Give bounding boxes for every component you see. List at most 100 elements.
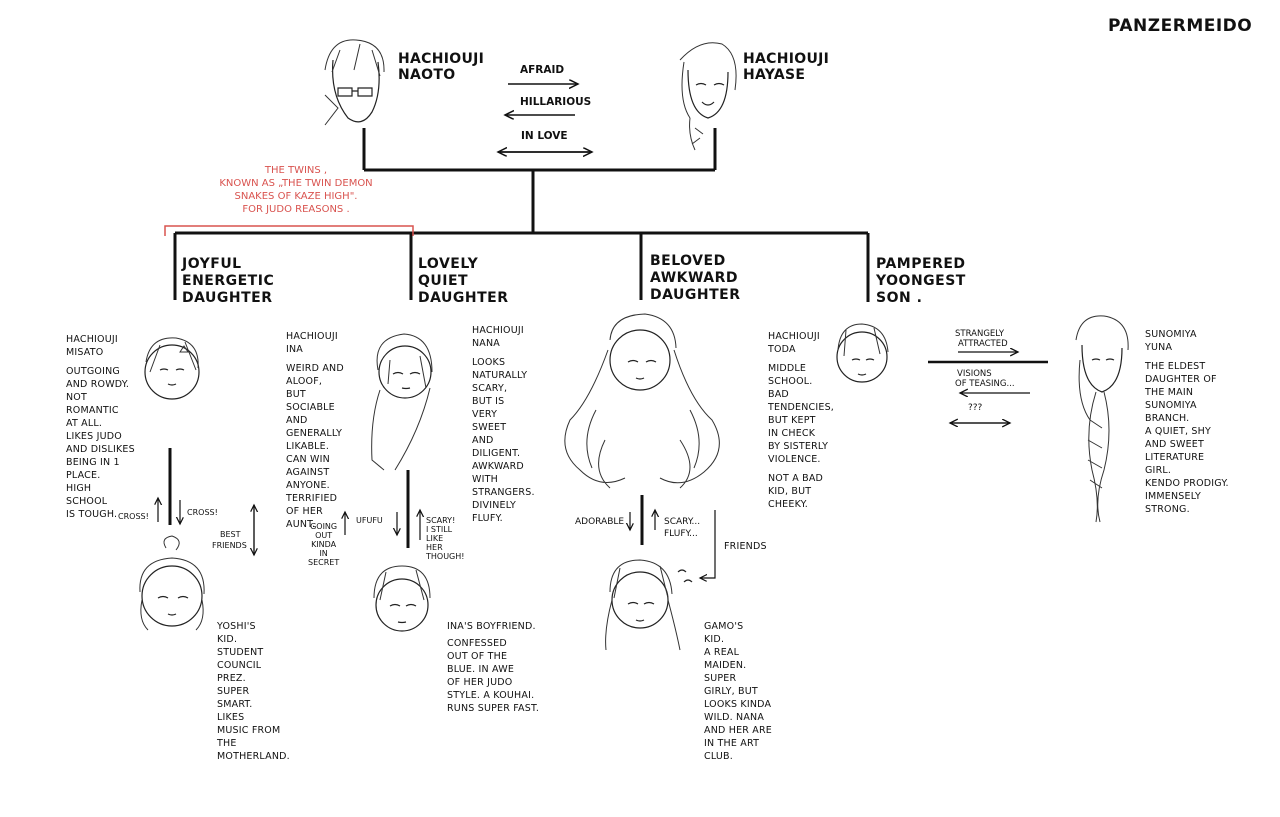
ina-desc: AGAINST [286, 467, 330, 478]
scary-fluffy-label: FLUFY... [664, 529, 698, 539]
toda-text: HACHIOUJI TODA MIDDLE SCHOOL. BAD TENDEN… [768, 330, 834, 511]
yuna-portrait [1075, 315, 1129, 523]
gamo-kid-line: MAIDEN. [704, 660, 747, 671]
nana-desc: SWEET [472, 422, 507, 433]
title-pampered: PAMPERED YOONGEST SON . [876, 256, 966, 307]
relation-hillarious: HILLARIOUS [520, 96, 592, 108]
ina-desc: GENERALLY [286, 428, 343, 439]
title-line: QUIET [418, 273, 469, 289]
father-name-line1: HACHIOUJI [398, 51, 485, 67]
strangely-label: STRANGELY [955, 329, 1005, 339]
twins-note-line: FOR JUDO REASONS . [242, 204, 350, 215]
gamo-kid-line: KID. [704, 634, 725, 645]
misato-desc: ROMANTIC [66, 405, 119, 416]
toda-desc: CHEEKY. [768, 499, 808, 510]
nana-name: NANA [472, 338, 501, 349]
ina-boyfriend-line: INA'S BOYFRIEND. [447, 621, 536, 632]
toda-name: TODA [768, 344, 796, 355]
yuna-desc: IMMENSELY [1145, 491, 1201, 502]
scary-label: SCARY! I STILL LIKE HER THOUGH! [426, 516, 464, 561]
going-out-line: GOING [310, 522, 338, 531]
yoshi-kid-line: SUPER [217, 686, 250, 697]
nana-portrait [564, 313, 720, 489]
ina-boyfriend-portrait [373, 565, 431, 632]
yuna-desc: A QUIET, SHY [1145, 426, 1211, 437]
misato-desc: NOT [66, 392, 87, 403]
toda-yuna-arrows [928, 352, 1048, 423]
gamo-kid-line: GAMO'S [704, 621, 744, 632]
ina-boyfriend-line: STYLE. A KOUHAI. [447, 690, 535, 701]
relation-in-love: IN LOVE [521, 130, 568, 142]
yoshi-kid-line: KID. [217, 634, 238, 645]
misato-desc: AT ALL. [66, 418, 103, 429]
yoshi-kid-line: LIKES [217, 712, 245, 723]
yoshi-kid-line: COUNCIL [217, 660, 262, 671]
title-line: YOONGEST [876, 273, 966, 289]
yuna-desc: THE ELDEST [1145, 361, 1206, 372]
nana-name: HACHIOUJI [472, 325, 524, 336]
twins-note-line: SNAKES OF KAZE HIGH". [234, 191, 358, 202]
nana-desc: AND [472, 435, 494, 446]
yuna-desc: AND SWEET [1145, 439, 1204, 450]
toda-desc: NOT A BAD [768, 473, 824, 484]
hayase-portrait [679, 42, 737, 151]
nana-desc: LOOKS [472, 357, 506, 368]
scary-fluffy-label: SCARY... [664, 517, 701, 527]
yuna-name: YUNA [1145, 342, 1173, 353]
nana-desc: DILIGENT. [472, 448, 521, 459]
yoshi-kid-line: MUSIC FROM [217, 725, 281, 736]
misato-name: MISATO [66, 347, 104, 358]
misato-desc: LIKES JUDO [66, 431, 122, 442]
yoshi-kid-line: MOTHERLAND. [217, 751, 290, 762]
child-links [168, 448, 644, 548]
ina-boyfriend-line: OUT OF THE [447, 651, 508, 662]
mother-name-line1: HACHIOUJI [743, 51, 830, 67]
gamo-kid-text: GAMO'S KID. A REAL MAIDEN. SUPER GIRLY, … [704, 620, 772, 763]
ina-boyfriend-text: INA'S BOYFRIEND. CONFESSED OUT OF THE BL… [447, 620, 539, 715]
nana-desc: STRANGERS. [472, 487, 535, 498]
ina-name: INA [286, 344, 304, 355]
twins-note: THE TWINS , KNOWN AS „THE TWIN DEMON SNA… [196, 164, 396, 216]
title-line: JOYFUL [182, 256, 242, 272]
ina-desc: ALOOF, [286, 376, 323, 387]
ina-desc: SOCIABLE [286, 402, 335, 413]
title-line: BELOVED [650, 253, 726, 269]
relation-afraid: AFRAID [520, 64, 565, 76]
question-label: ??? [968, 403, 983, 413]
title-beloved: BELOVED AWKWARD DAUGHTER [650, 253, 741, 304]
yoshi-kid-line: STUDENT [217, 647, 264, 658]
scary-line: SCARY! [426, 516, 456, 525]
parent-connector [173, 128, 870, 302]
ina-name: HACHIOUJI [286, 331, 338, 342]
nana-desc: VERY [472, 409, 498, 420]
misato-desc: BEING IN 1 [66, 457, 120, 468]
of-teasing-label: OF TEASING... [955, 379, 1015, 389]
ina-desc: CAN WIN [286, 454, 330, 465]
yuna-desc: LITERATURE [1145, 452, 1205, 463]
ina-desc: ANYONE. [286, 480, 330, 491]
nana-text: HACHIOUJI NANA LOOKS NATURALLY SCARY, BU… [472, 324, 535, 525]
toda-name: HACHIOUJI [768, 331, 820, 342]
title-line: DAUGHTER [650, 287, 741, 303]
gamo-kid-line: WILD. NANA [704, 712, 765, 723]
ina-desc: AND [286, 415, 308, 426]
relation-arrows [498, 84, 592, 152]
misato-desc: AND DISLIKES [66, 444, 135, 455]
nana-desc: AWKWARD [472, 461, 524, 472]
yoshi-kid-line: YOSHI'S [217, 621, 256, 632]
scary-line: LIKE [426, 534, 444, 543]
scary-line: THOUGH! [426, 552, 465, 561]
toda-desc: BAD [768, 389, 789, 400]
misato-desc: OUTGOING [66, 366, 120, 377]
twins-bracket [164, 225, 414, 236]
gamo-kid-line: SUPER [704, 673, 737, 684]
title-line: DAUGHTER [418, 290, 509, 306]
nana-desc: BUT IS [472, 396, 505, 407]
misato-arrow-label: CROSS! [187, 508, 218, 517]
title-lovely: LOVELY QUIET DAUGHTER [418, 256, 509, 307]
toda-desc: BY SISTERLY [768, 441, 829, 452]
gamo-kid-portrait [605, 559, 693, 651]
title-joyful: JOYFUL ENERGETIC DAUGHTER [182, 256, 274, 307]
